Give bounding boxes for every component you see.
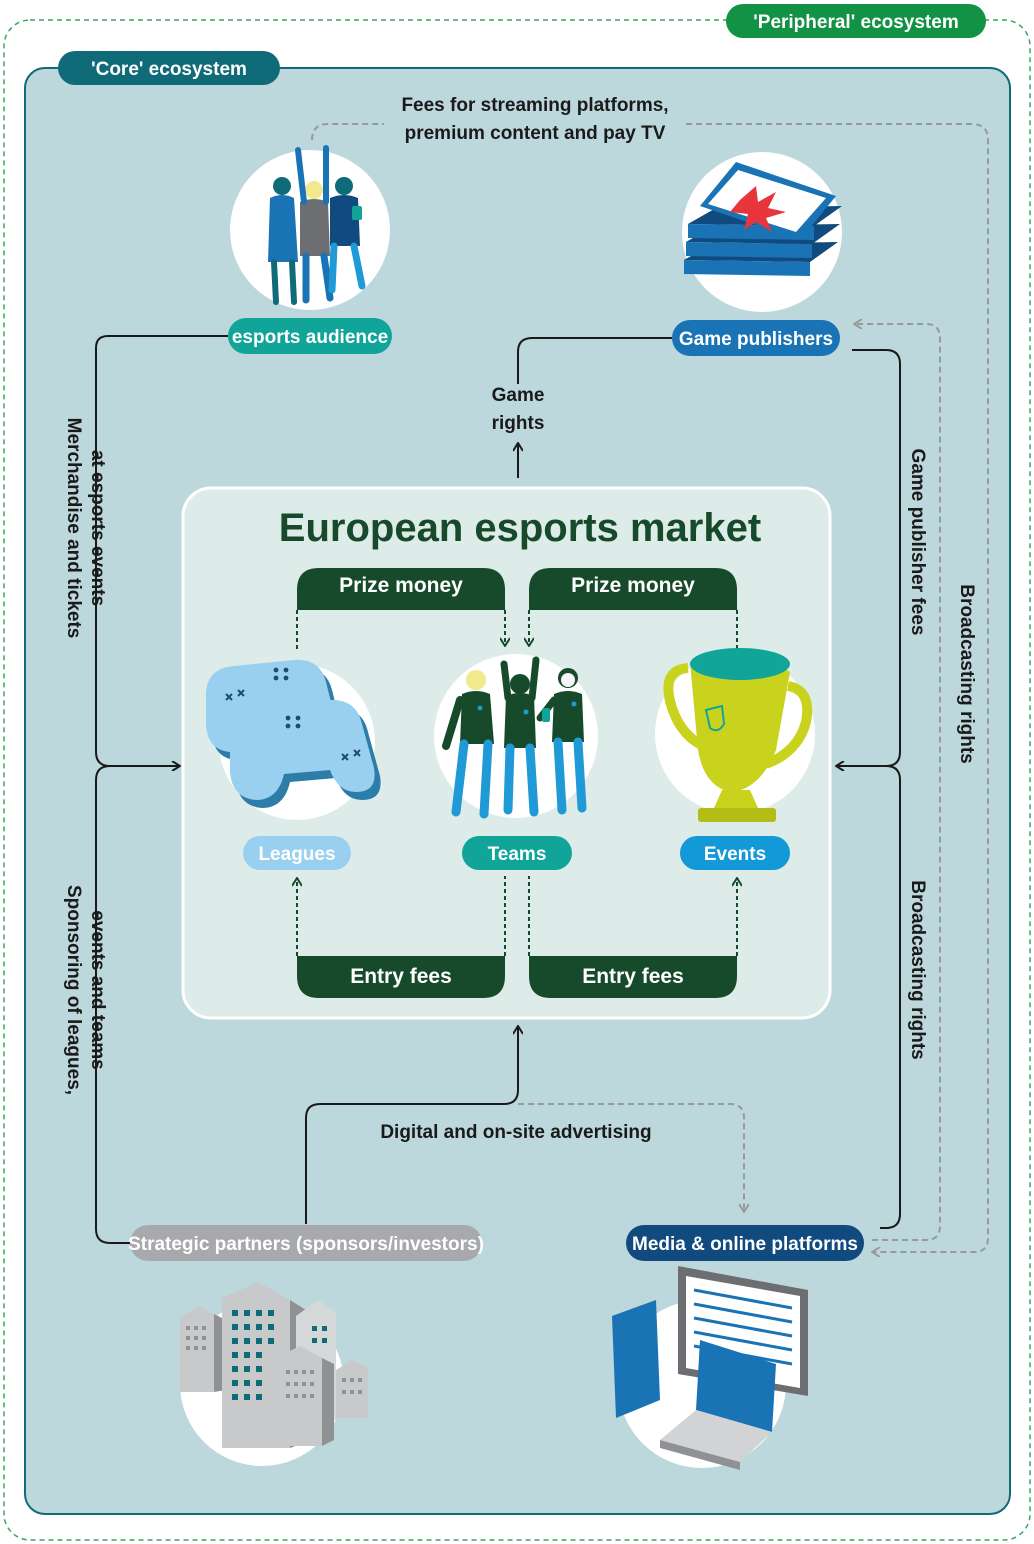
merchandise-line2: at esports events (87, 450, 108, 606)
broadcasting-outer-dashed-line (854, 324, 941, 1241)
audience-icon (268, 145, 366, 305)
game-rights-upper-line (517, 337, 672, 384)
computer-icon (612, 1266, 808, 1470)
teams-label: Teams (488, 844, 547, 865)
media-platforms-label: Media & online platforms (632, 1234, 858, 1255)
sponsoring-line2: events and teams (87, 910, 108, 1069)
advertising-label: Digital and on-site advertising (380, 1122, 651, 1143)
prize-money-right-tab: Prize money (529, 568, 737, 610)
sponsoring-flow-line (95, 765, 130, 1244)
team-icon (442, 656, 587, 819)
events-label: Events (704, 844, 766, 865)
events-badge[interactable]: Events (680, 836, 790, 870)
teams-badge[interactable]: Teams (462, 836, 572, 870)
prize-money-left-label: Prize money (339, 574, 463, 597)
game-rights-line2: rights (492, 413, 545, 434)
core-ecosystem-label: 'Core' ecosystem (91, 59, 247, 80)
game-box-icon (684, 162, 842, 276)
streaming-fees-dashed-line-2 (686, 123, 989, 1252)
entry-fees-right-tab: Entry fees (529, 956, 737, 998)
broadcasting-inner-label-group: Broadcasting rights (907, 880, 928, 1059)
publisher-fees-label-group: Game publisher fees (907, 449, 928, 636)
broadcasting-outer-label: Broadcasting rights (956, 584, 977, 763)
entry-fees-right-label: Entry fees (582, 965, 684, 988)
game-publishers-label: Game publishers (679, 329, 833, 350)
strategic-partners-label: Strategic partners (sponsors/investors) (128, 1234, 484, 1255)
sponsoring-label: Sponsoring of leagues, events and teams (63, 885, 108, 1095)
publisher-fees-label: Game publisher fees (907, 449, 928, 636)
prize-money-right-label: Prize money (571, 574, 695, 597)
prize-money-left-tab: Prize money (297, 568, 505, 610)
game-rights-line1: Game (492, 385, 545, 406)
streaming-fees-line1: Fees for streaming platforms, (401, 95, 668, 116)
advertising-flow-line (305, 1026, 518, 1224)
strategic-partners-badge[interactable]: Strategic partners (sponsors/investors) (128, 1225, 484, 1261)
leagues-label: Leagues (258, 844, 335, 865)
streaming-fees-line2: premium content and pay TV (405, 123, 666, 144)
peripheral-ecosystem-label: 'Peripheral' ecosystem (753, 12, 958, 33)
broadcasting-outer-label-group: Broadcasting rights (956, 584, 977, 763)
market-title: European esports market (279, 506, 761, 550)
game-publishers-badge[interactable]: Game publishers (672, 320, 840, 356)
merchandise-line1: Merchandise and tickets (63, 418, 84, 639)
esports-audience-badge[interactable]: esports audience (228, 318, 392, 354)
peripheral-ecosystem-border (3, 19, 1031, 1541)
esports-audience-label: esports audience (232, 327, 388, 348)
trophy-icon (663, 648, 813, 822)
gamepad-icon (206, 659, 381, 808)
entry-fees-left-tab: Entry fees (297, 956, 505, 998)
streaming-fees-label: Fees for streaming platforms, premium co… (401, 95, 668, 144)
publisher-fees-flow-line (836, 349, 901, 766)
game-rights-label: Game rights (492, 385, 545, 434)
entry-fees-left-label: Entry fees (350, 965, 452, 988)
core-ecosystem-badge: 'Core' ecosystem (58, 51, 280, 85)
broadcasting-inner-flow-line (880, 765, 901, 1229)
peripheral-ecosystem-badge: 'Peripheral' ecosystem (726, 4, 986, 38)
leagues-badge[interactable]: Leagues (243, 836, 351, 870)
broadcasting-inner-label: Broadcasting rights (907, 880, 928, 1059)
streaming-fees-dashed-line (311, 123, 384, 141)
sponsoring-line1: Sponsoring of leagues, (63, 885, 84, 1095)
merchandise-label: Merchandise and tickets at esports event… (63, 418, 108, 639)
advertising-media-dashed-line (518, 1103, 744, 1212)
media-platforms-badge[interactable]: Media & online platforms (626, 1225, 864, 1261)
buildings-icon (180, 1282, 368, 1448)
merchandise-flow-line (95, 335, 228, 766)
